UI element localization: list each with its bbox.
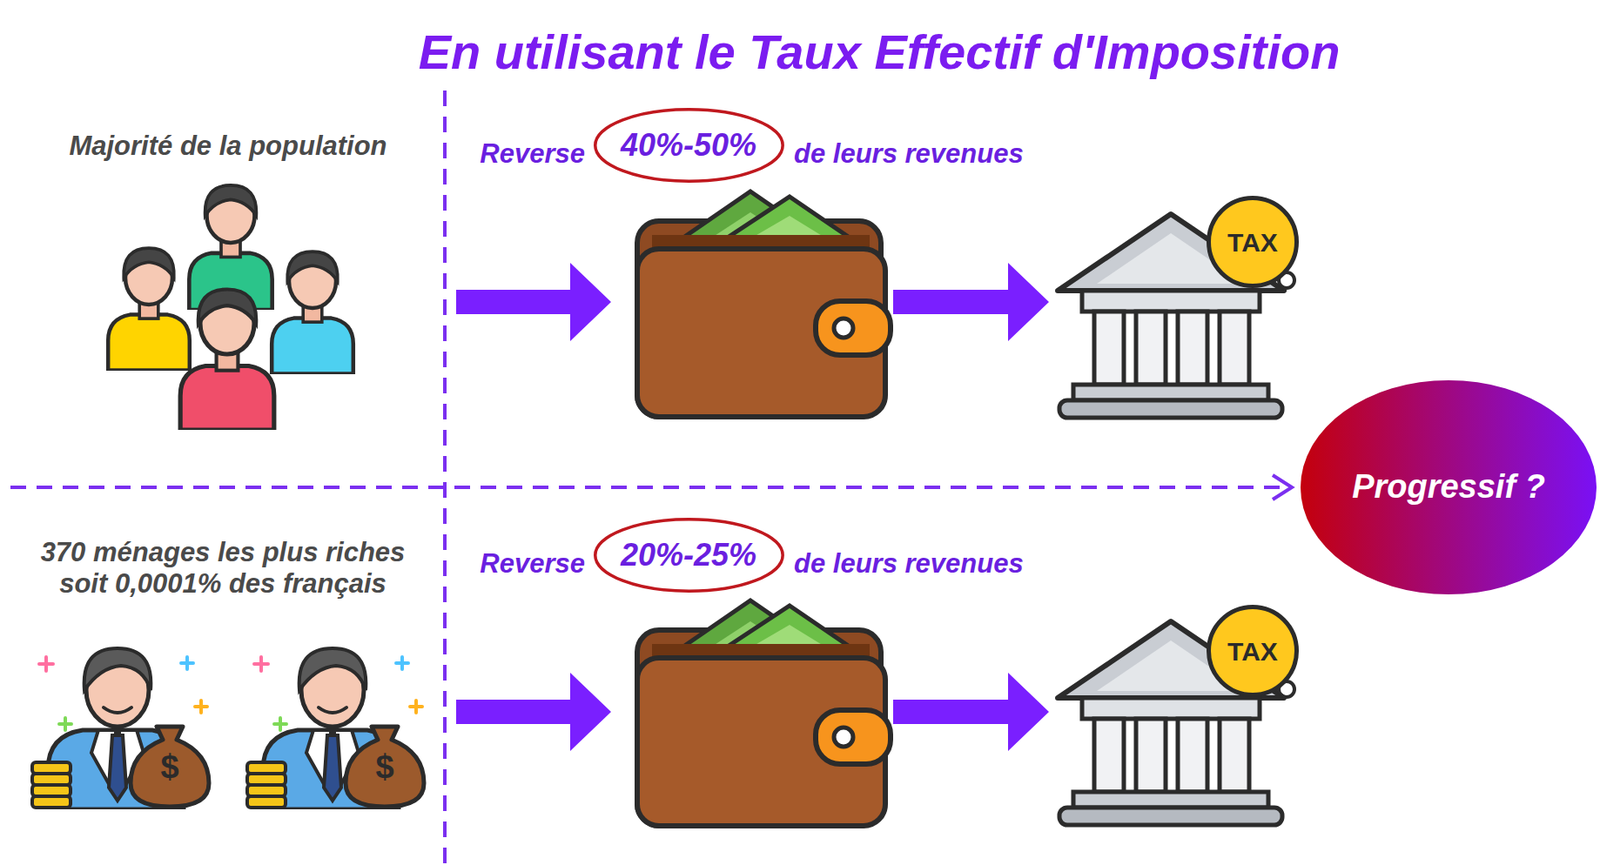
rich-icon xyxy=(32,648,424,810)
bank-icon xyxy=(1057,214,1295,826)
bank-icon-part xyxy=(1057,214,1285,418)
population-icon-part xyxy=(271,251,354,374)
wallet-icon-part xyxy=(637,191,891,417)
node-text: 20%-25% xyxy=(620,537,757,573)
sentence-part: de leurs revenues xyxy=(793,138,1024,170)
ellipse-shape xyxy=(594,519,782,592)
dashed-arrowhead xyxy=(1272,475,1292,500)
bank-icon-part xyxy=(1057,621,1285,826)
group-label: 370 ménages les plus riches soit 0,0001%… xyxy=(18,537,428,599)
sentence-part: Reverse xyxy=(479,138,585,170)
flow-arrow-part xyxy=(456,672,612,752)
highlight-ellipse: 40%-50% xyxy=(593,107,785,183)
node-text: TAX xyxy=(1227,228,1278,257)
flow-arrow-part xyxy=(893,672,1049,752)
dashed-divider-part xyxy=(443,90,447,865)
title: En utilisant le Taux Effectif d'Impositi… xyxy=(418,24,1341,81)
rich-icon-part xyxy=(247,648,424,810)
dollar-sign: $ xyxy=(375,748,394,787)
group-label: Majorité de la population xyxy=(68,130,387,162)
tax-badge: TAX xyxy=(1206,605,1299,698)
population-icon-part xyxy=(107,248,190,370)
circle-shape xyxy=(1209,198,1298,287)
rich-icon-part xyxy=(32,648,209,810)
dashed-divider-part xyxy=(10,485,1289,490)
flow-arrow-part xyxy=(893,262,1049,342)
wallet-icon-part xyxy=(637,600,891,827)
flow-arrow-part xyxy=(456,262,612,342)
node-text: TAX xyxy=(1227,637,1278,666)
node-text: 40%-50% xyxy=(620,127,757,163)
question-ellipse: Progressif ? xyxy=(1300,380,1597,595)
tax-badge: TAX xyxy=(1206,195,1299,289)
population-icon xyxy=(107,185,354,431)
sentence-part: Reverse xyxy=(479,548,585,580)
population-icon-part xyxy=(180,289,275,431)
node-text: Progressif ? xyxy=(1351,469,1546,506)
dollar-sign: $ xyxy=(160,748,179,787)
wallet-icon xyxy=(637,191,891,827)
highlight-ellipse: 20%-25% xyxy=(593,517,785,593)
circle-shape xyxy=(1209,607,1298,696)
dashed-divider xyxy=(10,90,1289,865)
sentence-part: de leurs revenues xyxy=(793,548,1024,580)
ellipse-shape xyxy=(1300,380,1597,595)
ellipse-shape xyxy=(594,109,782,182)
